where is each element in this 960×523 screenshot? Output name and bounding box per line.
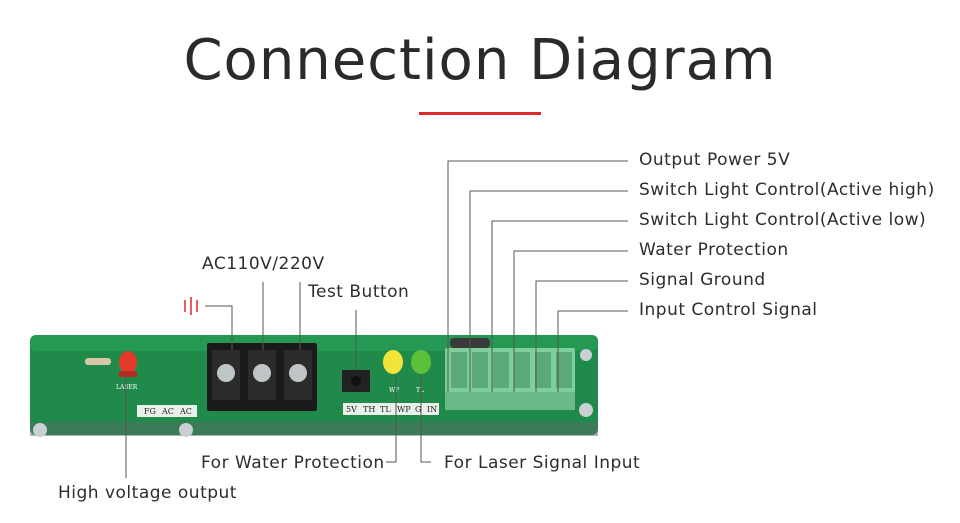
label-water-protection: Water Protection	[639, 240, 789, 260]
screw-icon	[289, 364, 307, 382]
tl-led	[411, 350, 431, 374]
led-label-tl: TL	[416, 387, 424, 394]
board-label-in: IN	[427, 405, 437, 414]
label-output-power-5v: Output Power 5V	[639, 150, 791, 170]
leader-line	[386, 375, 397, 463]
leader-line	[205, 305, 233, 350]
board-label-5v: 5V	[346, 405, 357, 414]
led-label-wp: WP	[389, 387, 399, 394]
title-underline	[419, 112, 541, 115]
laser-led	[119, 351, 137, 373]
screw-icon	[33, 423, 47, 437]
label-ac-voltage: AC110V/220V	[202, 254, 325, 274]
led-label-laser: LASER	[116, 384, 138, 391]
screw-icon	[579, 403, 593, 417]
label-for-water-protection: For Water Protection	[201, 453, 385, 473]
label-for-laser-signal-input: For Laser Signal Input	[444, 453, 641, 473]
wp-led	[383, 350, 403, 374]
board-label-th: TH	[363, 405, 375, 414]
leader-line	[447, 160, 628, 392]
label-high-voltage-output: High voltage output	[58, 483, 237, 503]
board-label-g: G	[415, 405, 421, 414]
screw-icon	[253, 364, 271, 382]
board-label-fg: FG	[144, 407, 156, 416]
label-switch-light-active-low: Switch Light Control(Active low)	[639, 210, 927, 230]
screw-icon	[580, 349, 592, 361]
board-label-ac1: AC	[161, 407, 174, 416]
leader-line	[491, 220, 628, 392]
leader-line	[469, 190, 628, 392]
leader-line	[420, 375, 431, 463]
board-label-ac2: AC	[179, 407, 192, 416]
board-label-wp: WP	[397, 405, 411, 414]
screw-icon	[217, 364, 235, 382]
label-signal-ground: Signal Ground	[639, 270, 766, 290]
screw-icon	[179, 423, 193, 437]
label-test-button: Test Button	[308, 282, 410, 302]
leader-line	[535, 280, 628, 392]
leader-line	[557, 310, 628, 392]
label-switch-light-active-high: Switch Light Control(Active high)	[639, 180, 935, 200]
leader-line	[513, 250, 628, 392]
page-title: Connection Diagram	[183, 28, 777, 93]
label-input-control-signal: Input Control Signal	[639, 300, 818, 320]
resistor	[85, 358, 111, 365]
board-label-tl: TL	[380, 405, 391, 414]
ground-icon	[184, 297, 198, 315]
